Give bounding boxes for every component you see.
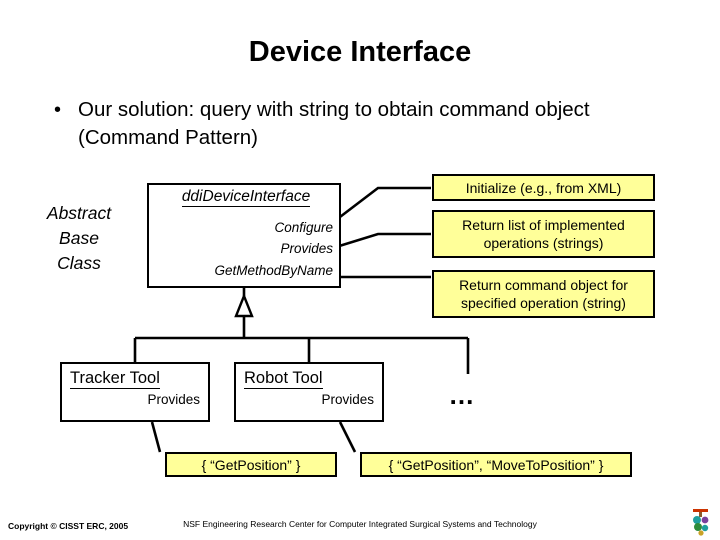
result-box-tracker-operations: { “GetPosition” } [165,452,337,477]
class-member-provides: Provides [321,392,374,407]
footer-copyright: Copyright © CISST ERC, 2005 [8,521,129,531]
page-title: Device Interface [248,36,472,68]
class-method-get-method-by-name: GetMethodByName [214,263,333,278]
cisst-erc-logo-icon [693,509,709,536]
bullet-marker: • [54,99,62,121]
callout-box-initialize: Initialize (e.g., from XML) [432,174,655,201]
abstract-base-class-label: Abstract Base Class [46,203,112,273]
class-box-robot-tool: Robot Tool Provides [234,362,384,422]
class-name-text: Robot Tool [244,369,323,389]
class-box-device-interface: ddiDeviceInterface Configure Provides Ge… [147,183,341,288]
generalization-arrow [234,292,254,318]
class-method-provides: Provides [280,241,333,256]
class-box-tracker-tool: Tracker Tool Provides [60,362,210,422]
callout-box-get-method-by-name: Return command object for specified oper… [432,270,655,318]
bullet-item: • Our solution: query with string to obt… [54,96,664,152]
callout-box-provides: Return list of implemented operations (s… [432,210,655,258]
class-name-label: Robot Tool [244,369,323,389]
footer-center-text: NSF Engineering Research Center for Comp… [183,519,537,529]
class-name-label: ddiDeviceInterface [149,188,343,207]
class-name-text: Tracker Tool [70,369,160,389]
class-method-configure: Configure [274,220,333,235]
class-member-provides: Provides [147,392,200,407]
more-subclasses-ellipsis: … [448,380,478,410]
bullet-text: Our solution: query with string to obtai… [78,98,590,149]
result-box-robot-operations: { “GetPosition”, “MoveToPosition” } [360,452,632,477]
class-name-text: ddiDeviceInterface [181,188,311,207]
class-name-label: Tracker Tool [70,369,160,389]
